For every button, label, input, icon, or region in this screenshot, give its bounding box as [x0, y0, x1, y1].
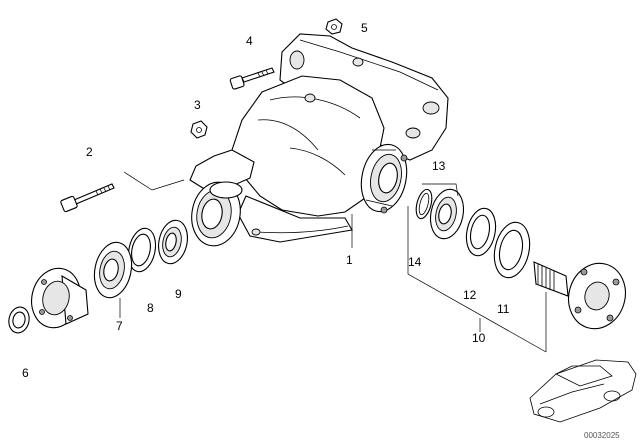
- callout-8: 8: [147, 301, 154, 315]
- callout-4: 4: [246, 34, 253, 48]
- washer-11[interactable]: [490, 219, 535, 281]
- shaft-seal-9[interactable]: [155, 218, 192, 267]
- nut-top[interactable]: [325, 18, 343, 35]
- seal-6[interactable]: [7, 305, 32, 335]
- input-flange[interactable]: [25, 263, 89, 333]
- callout-7: 7: [116, 319, 123, 333]
- callout-14: 14: [408, 255, 422, 269]
- bolt-long[interactable]: [60, 171, 185, 213]
- differential-housing[interactable]: [189, 33, 449, 243]
- callout-labels: 1 2 3 4 5 6 7 8 9 10 11 12 13 14: [22, 21, 510, 380]
- callout-12: 12: [463, 288, 477, 302]
- input-flange-on-housing[interactable]: [187, 178, 245, 249]
- shaft-seal-13[interactable]: [426, 186, 468, 242]
- callout-9: 9: [175, 287, 182, 301]
- ring-8[interactable]: [125, 226, 160, 274]
- washer-7[interactable]: [90, 239, 137, 301]
- callout-5: 5: [361, 21, 368, 35]
- ring-12[interactable]: [462, 206, 499, 259]
- bolt-short[interactable]: [229, 67, 275, 90]
- callout-1: 1: [346, 253, 353, 267]
- callout-13: 13: [432, 159, 446, 173]
- callout-6: 6: [22, 366, 29, 380]
- vehicle-location-thumbnail: [529, 359, 637, 423]
- output-flange-shaft[interactable]: [533, 257, 633, 336]
- callout-10: 10: [472, 331, 486, 345]
- o-ring-14[interactable]: [413, 188, 434, 221]
- diagram-code: 00032025: [584, 431, 620, 440]
- callout-11: 11: [497, 302, 510, 316]
- nut-small[interactable]: [190, 120, 208, 139]
- callout-2: 2: [86, 145, 93, 159]
- leader-lines: [119, 183, 547, 353]
- callout-3: 3: [194, 98, 201, 112]
